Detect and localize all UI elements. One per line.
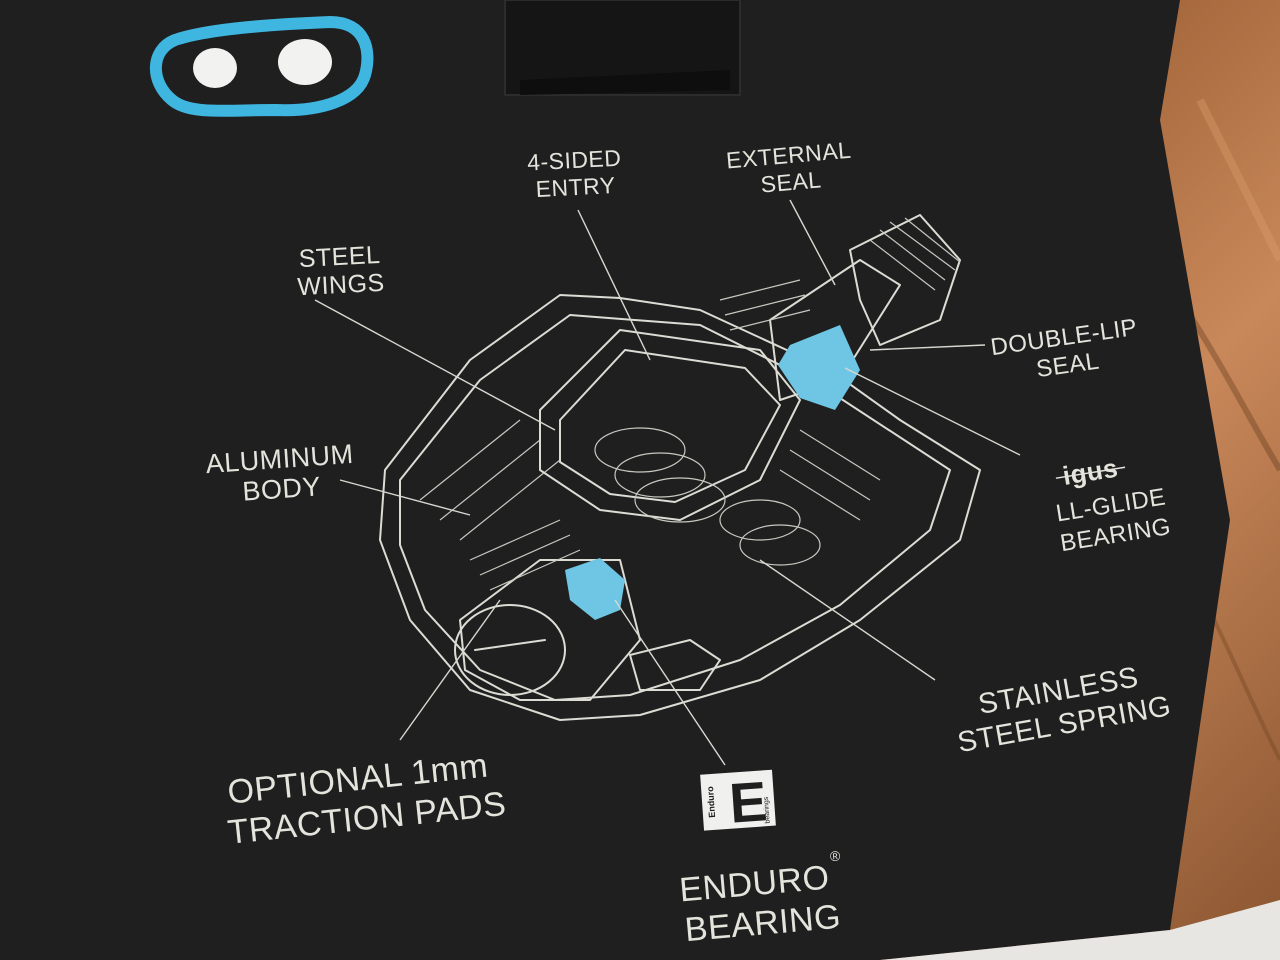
box-window xyxy=(504,0,741,96)
svg-text:BODY: BODY xyxy=(241,471,321,506)
enduro-logo: E Enduro bearings xyxy=(700,769,776,835)
callout-four-sided-entry: 4-SIDED ENTRY xyxy=(526,145,621,202)
pedal-illustration xyxy=(379,214,981,721)
product-box xyxy=(0,0,1230,960)
svg-text:SEAL: SEAL xyxy=(760,166,823,197)
svg-text:®: ® xyxy=(829,847,841,864)
svg-text:4-SIDED: 4-SIDED xyxy=(526,145,621,176)
leader-lines xyxy=(314,199,1021,766)
svg-text:Enduro: Enduro xyxy=(705,785,717,818)
svg-text:E: E xyxy=(727,769,769,834)
svg-text:bearings: bearings xyxy=(763,796,772,824)
svg-text:STEEL: STEEL xyxy=(298,241,381,273)
svg-text:ENTRY: ENTRY xyxy=(535,172,616,202)
callout-steel-wings: STEEL WINGS xyxy=(297,241,386,302)
brand-logo xyxy=(149,15,374,117)
box-edge xyxy=(880,900,1280,960)
svg-text:WINGS: WINGS xyxy=(297,269,386,302)
